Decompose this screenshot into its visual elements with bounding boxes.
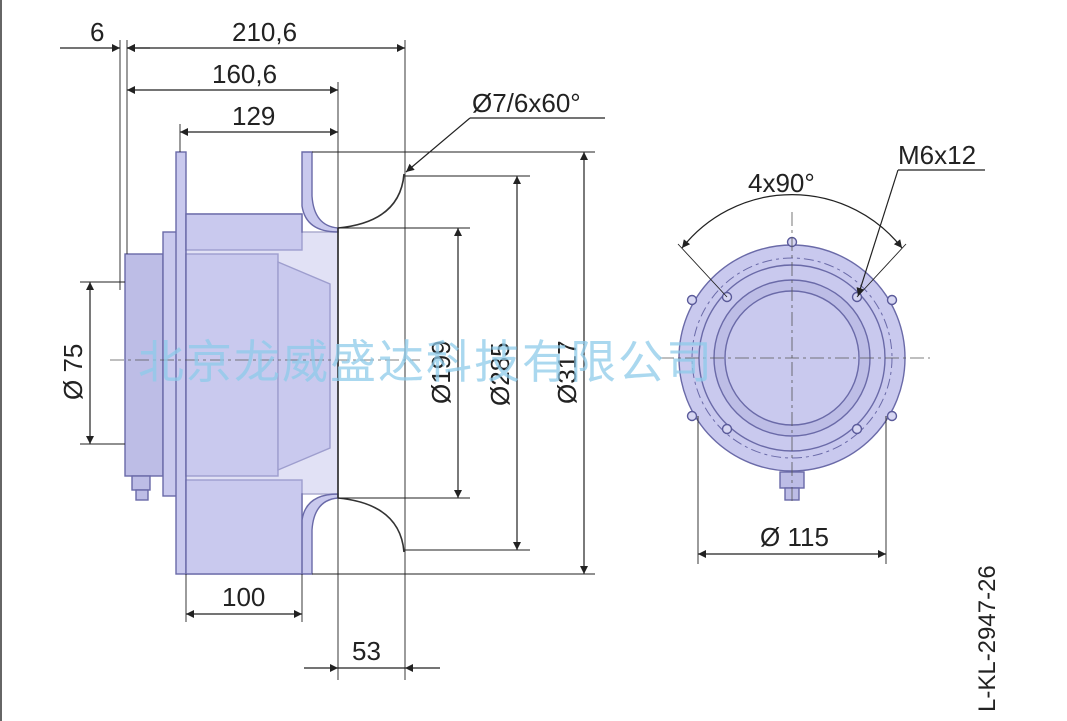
dim-6: 6: [90, 17, 104, 47]
holes-note: Ø7/6x60°: [472, 88, 581, 118]
dim-dia-199: Ø199: [426, 340, 456, 404]
flange-hole: [886, 294, 898, 306]
thread-note: M6x12: [898, 140, 976, 170]
drawing-code: L-KL-2947-26: [974, 565, 1001, 712]
impeller-shroud-bottom: [301, 493, 339, 575]
motor-rear-cap: [124, 253, 164, 477]
cable-gland-nut: [135, 489, 149, 501]
front-dimensions: 4x90° M6x12 Ø 115: [677, 140, 985, 564]
impeller-blades: [185, 213, 339, 575]
dim-dia-75: Ø 75: [58, 344, 88, 400]
front-view: [660, 212, 930, 505]
inlet-nozzle-top: [337, 173, 405, 229]
mount-hole: [851, 423, 863, 435]
dim-129: 129: [232, 101, 275, 131]
dim-dia-115: Ø 115: [760, 522, 829, 552]
side-view: [110, 151, 420, 575]
flange-hole: [886, 410, 898, 422]
mount-hole: [721, 423, 733, 435]
flange-hole: [686, 410, 698, 422]
cable-gland: [131, 475, 151, 491]
angle-note: 4x90°: [748, 168, 815, 198]
dim-dia-285: Ø285: [485, 342, 515, 406]
dim-100: 100: [222, 582, 265, 612]
dim-160-6: 160,6: [212, 59, 277, 89]
side-dimensions: 6 210,6 160,6 129 100 53 Ø 75 Ø199 Ø285: [58, 17, 605, 680]
dim-dia-317: Ø317: [552, 340, 582, 404]
dim-210-6: 210,6: [232, 17, 297, 47]
inlet-nozzle-bottom: [337, 497, 405, 553]
watermark-text: 北京龙威盛达科技有限公司: [138, 335, 714, 389]
dim-53: 53: [352, 636, 381, 666]
flange-hole: [686, 294, 698, 306]
impeller-shroud-top: [301, 151, 339, 233]
